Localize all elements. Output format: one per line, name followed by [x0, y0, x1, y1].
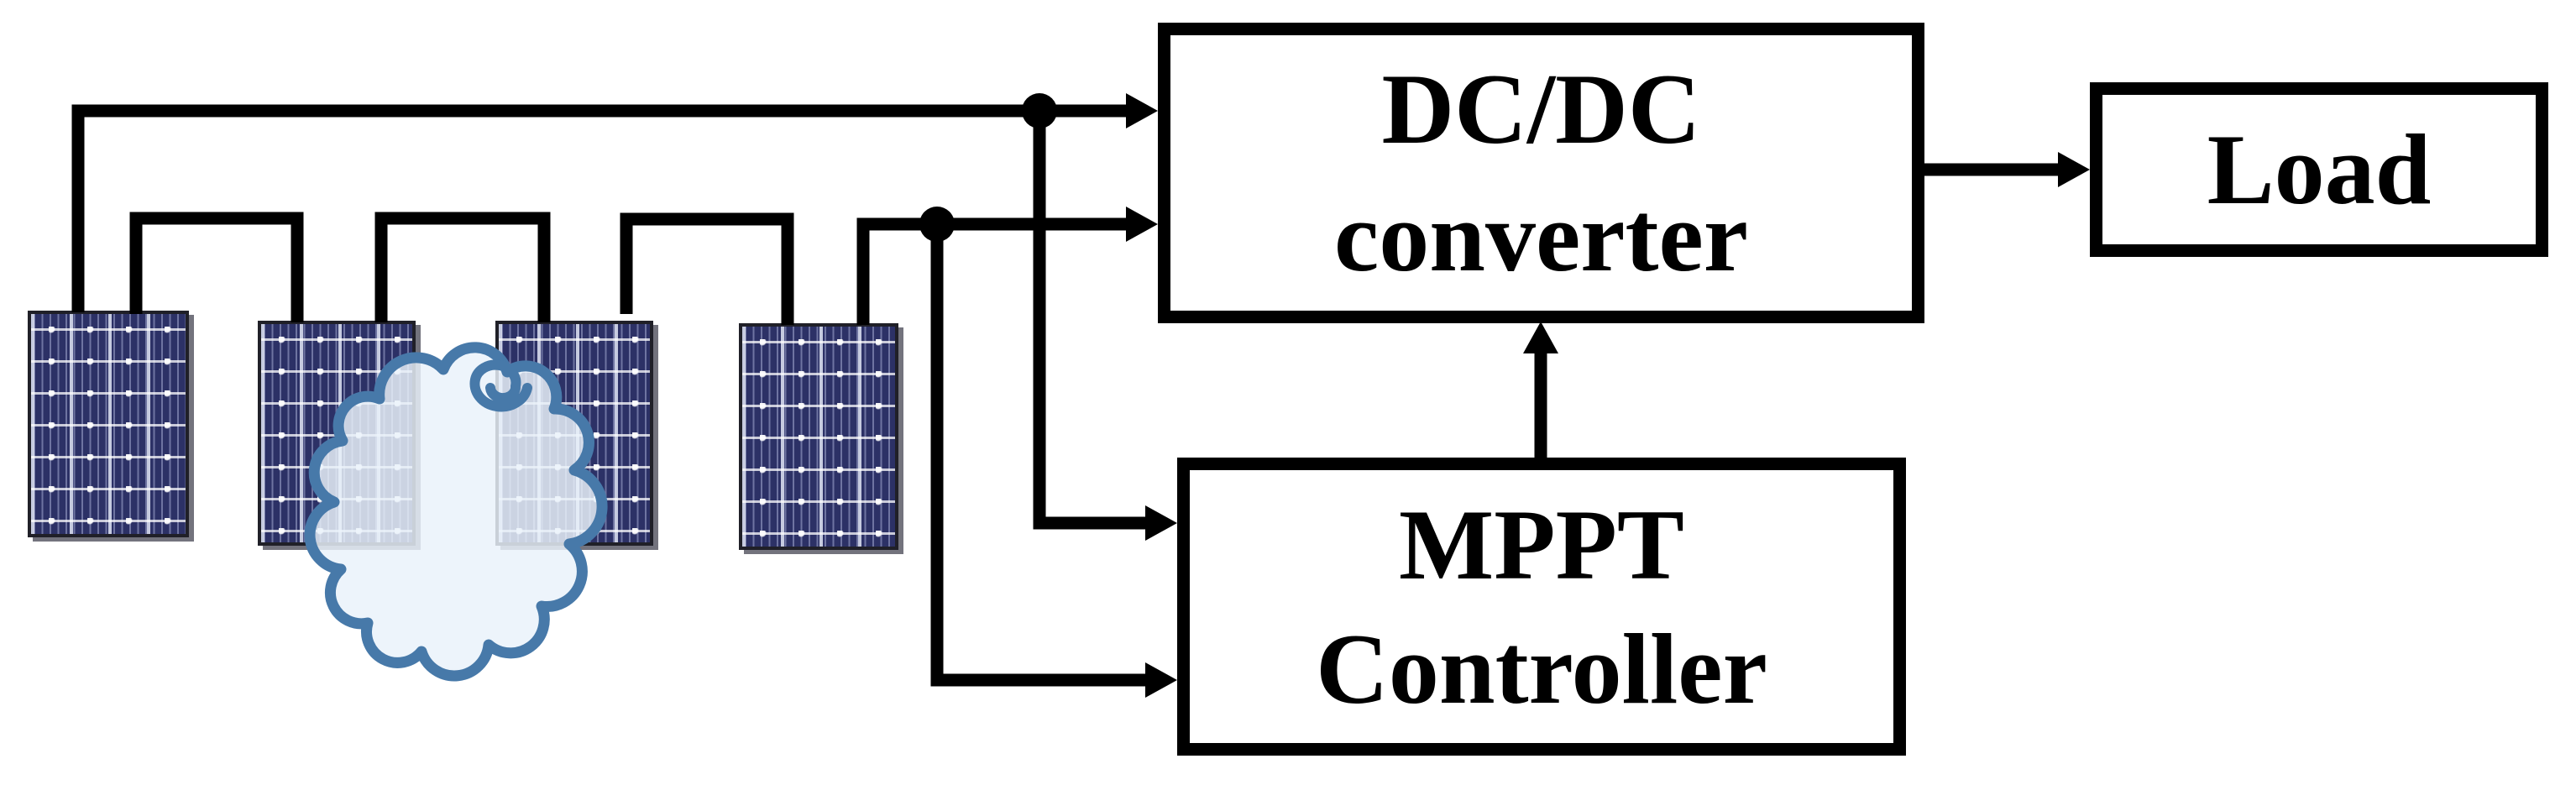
load-block: Load: [2090, 82, 2548, 257]
arrowhead-icon: [1145, 662, 1177, 698]
arrowhead-icon: [1126, 93, 1158, 128]
wire-jumper-1: [129, 212, 304, 322]
mppt-controller-label-line2: Controller: [1316, 612, 1767, 725]
wire-sense-to-mppt-2: [930, 224, 1149, 687]
dc-dc-converter-block: DC/DC converter: [1158, 23, 1924, 323]
wire-pv-to-converter-top: [71, 104, 1129, 312]
arrowhead-icon: [1145, 505, 1177, 541]
load-label: Load: [2207, 113, 2432, 225]
cloud-icon: [304, 342, 608, 682]
arrowhead-icon: [1523, 322, 1558, 353]
mppt-controller-label-line1: MPPT: [1399, 488, 1684, 600]
solar-panel-icon: [739, 323, 898, 550]
wire-jumper-3: [620, 212, 794, 325]
dc-dc-converter-label-line1: DC/DC: [1381, 53, 1701, 165]
dc-dc-converter-label-line2: converter: [1333, 181, 1748, 292]
arrowhead-icon: [2058, 152, 2090, 187]
wire-sense-to-mppt-1: [1033, 111, 1149, 530]
mppt-controller-block: MPPT Controller: [1177, 458, 1906, 756]
wire-jumper-2: [374, 212, 551, 322]
solar-panel-icon: [28, 311, 189, 537]
arrowhead-icon: [1126, 207, 1158, 242]
cloud-swirl-icon: [469, 359, 532, 412]
wire-pv-to-converter-bottom: [856, 217, 1129, 325]
